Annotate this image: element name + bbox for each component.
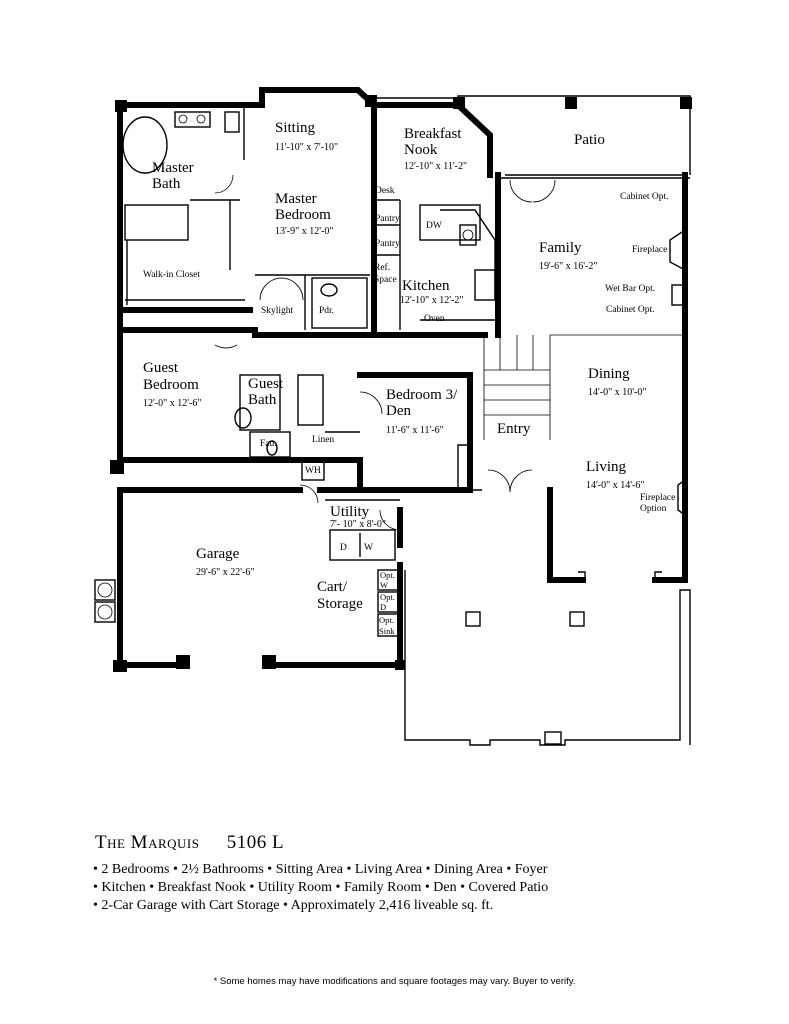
- cart-storage-label-1: Cart/: [317, 579, 348, 595]
- garage-dims: 29'-6" x 22'-6": [196, 567, 254, 578]
- fireplace-family-label: Fireplace: [632, 245, 667, 255]
- master-bedroom-label-1: Master: [275, 191, 317, 207]
- disclaimer: * Some homes may have modifications and …: [213, 976, 576, 987]
- master-bath-label-2: Bath: [152, 176, 181, 192]
- features-line-2: • Kitchen • Breakfast Nook • Utility Roo…: [93, 880, 549, 895]
- cabinet-opt-top-label: Cabinet Opt.: [620, 192, 669, 202]
- ac-units: [94, 579, 116, 623]
- opt-w-label-2: W: [380, 580, 388, 590]
- fireplace-option-label-2: Option: [640, 504, 667, 514]
- guest-bath-label-1: Guest: [248, 376, 284, 392]
- plan-name: The Marquis: [95, 832, 200, 853]
- family-label: Family: [539, 240, 582, 256]
- utility-dims: 7'- 10" x 8'-0": [330, 519, 386, 530]
- cabinet-opt-bottom-label: Cabinet Opt.: [606, 305, 655, 315]
- master-bedroom-label-2: Bedroom: [275, 207, 331, 223]
- cart-storage-label-2: Storage: [317, 596, 363, 612]
- entry-label: Entry: [497, 421, 531, 437]
- opt-sink-label-1: Opt.: [379, 615, 394, 625]
- dw-label: DW: [426, 221, 442, 231]
- opt-sink-label-2: Sink: [379, 626, 395, 636]
- dining-label: Dining: [588, 366, 630, 382]
- walkway-outline: [404, 570, 691, 746]
- sitting-label: Sitting: [275, 120, 316, 136]
- garage-label: Garage: [196, 546, 240, 562]
- door-swings: [214, 174, 556, 531]
- bedroom3-label-1: Bedroom 3/: [386, 387, 458, 403]
- pantry-label-2: Pantry: [375, 239, 400, 249]
- opt-d-label-1: Opt.: [380, 592, 395, 602]
- breakfast-nook-label-2: Nook: [404, 142, 438, 158]
- guest-bedroom-label-2: Bedroom: [143, 377, 199, 393]
- linen-label: Linen: [312, 435, 334, 445]
- opt-d-label-2: D: [380, 602, 386, 612]
- guest-bedroom-dims: 12'-0" x 12'-6": [143, 398, 201, 409]
- plan-title: The Marquis 5106 L: [95, 832, 284, 854]
- kitchen-dims: 12'-10" x 12'-2": [400, 295, 463, 306]
- master-bedroom-dims: 13'-9" x 12'-0": [275, 226, 333, 237]
- pantry-label-1: Pantry: [375, 214, 400, 224]
- bedroom3-label-2: Den: [386, 403, 411, 419]
- interior-walls: [122, 105, 686, 637]
- desk-label: Desk: [375, 186, 395, 196]
- features-line-3: • 2-Car Garage with Cart Storage • Appro…: [93, 898, 494, 913]
- guest-bedroom-label-1: Guest: [143, 360, 179, 376]
- fixture-labels: Walk-in Closet Desk Pantry Pantry DW Ref…: [143, 186, 675, 636]
- walk-in-closet-label: Walk-in Closet: [143, 270, 200, 280]
- wet-bar-opt-label: Wet Bar Opt.: [605, 284, 655, 294]
- kitchen-label: Kitchen: [402, 278, 450, 294]
- dryer-label: D: [340, 543, 347, 553]
- family-dims: 19'-6" x 16'-2": [539, 261, 597, 272]
- living-dims: 14'-0" x 14'-6": [586, 480, 644, 491]
- living-label: Living: [586, 459, 626, 475]
- washer-label: W: [364, 543, 373, 553]
- ref-space-label-1: Ref.: [374, 262, 390, 273]
- oven-label: Oven: [424, 314, 445, 324]
- plan-code: 5106 L: [226, 832, 285, 853]
- bedroom3-dims: 11'-6" x 11'-6": [386, 425, 444, 436]
- master-bath-label-1: Master: [152, 160, 194, 176]
- guest-bath-label-2: Bath: [248, 392, 277, 408]
- floor-plan-drawing: Sitting 11'-10" x 7'-10" Breakfast Nook …: [94, 87, 692, 746]
- patio-label: Patio: [574, 132, 605, 148]
- features-line-1: • 2 Bedrooms • 2½ Bathrooms • Sitting Ar…: [93, 862, 548, 877]
- sitting-dims: 11'-10" x 7'-10": [275, 142, 338, 153]
- patio-outline: [374, 95, 691, 179]
- fau-label: Fau.: [260, 439, 277, 449]
- room-labels: Sitting 11'-10" x 7'-10" Breakfast Nook …: [143, 120, 646, 612]
- opt-w-label-1: Opt.: [380, 570, 395, 580]
- ref-space-label-2: Space: [374, 275, 397, 285]
- wh-label: WH: [305, 466, 321, 476]
- dining-dims: 14'-0" x 10'-0": [588, 387, 646, 398]
- skylight-label: Skylight: [261, 306, 294, 316]
- pdr-label: Pdr.: [319, 306, 334, 316]
- breakfast-nook-dims: 12'-10" x 11'-2": [404, 161, 467, 172]
- breakfast-nook-label-1: Breakfast: [404, 126, 462, 142]
- fireplace-option-label-1: Fireplace: [640, 493, 675, 503]
- utility-label: Utility: [330, 504, 370, 520]
